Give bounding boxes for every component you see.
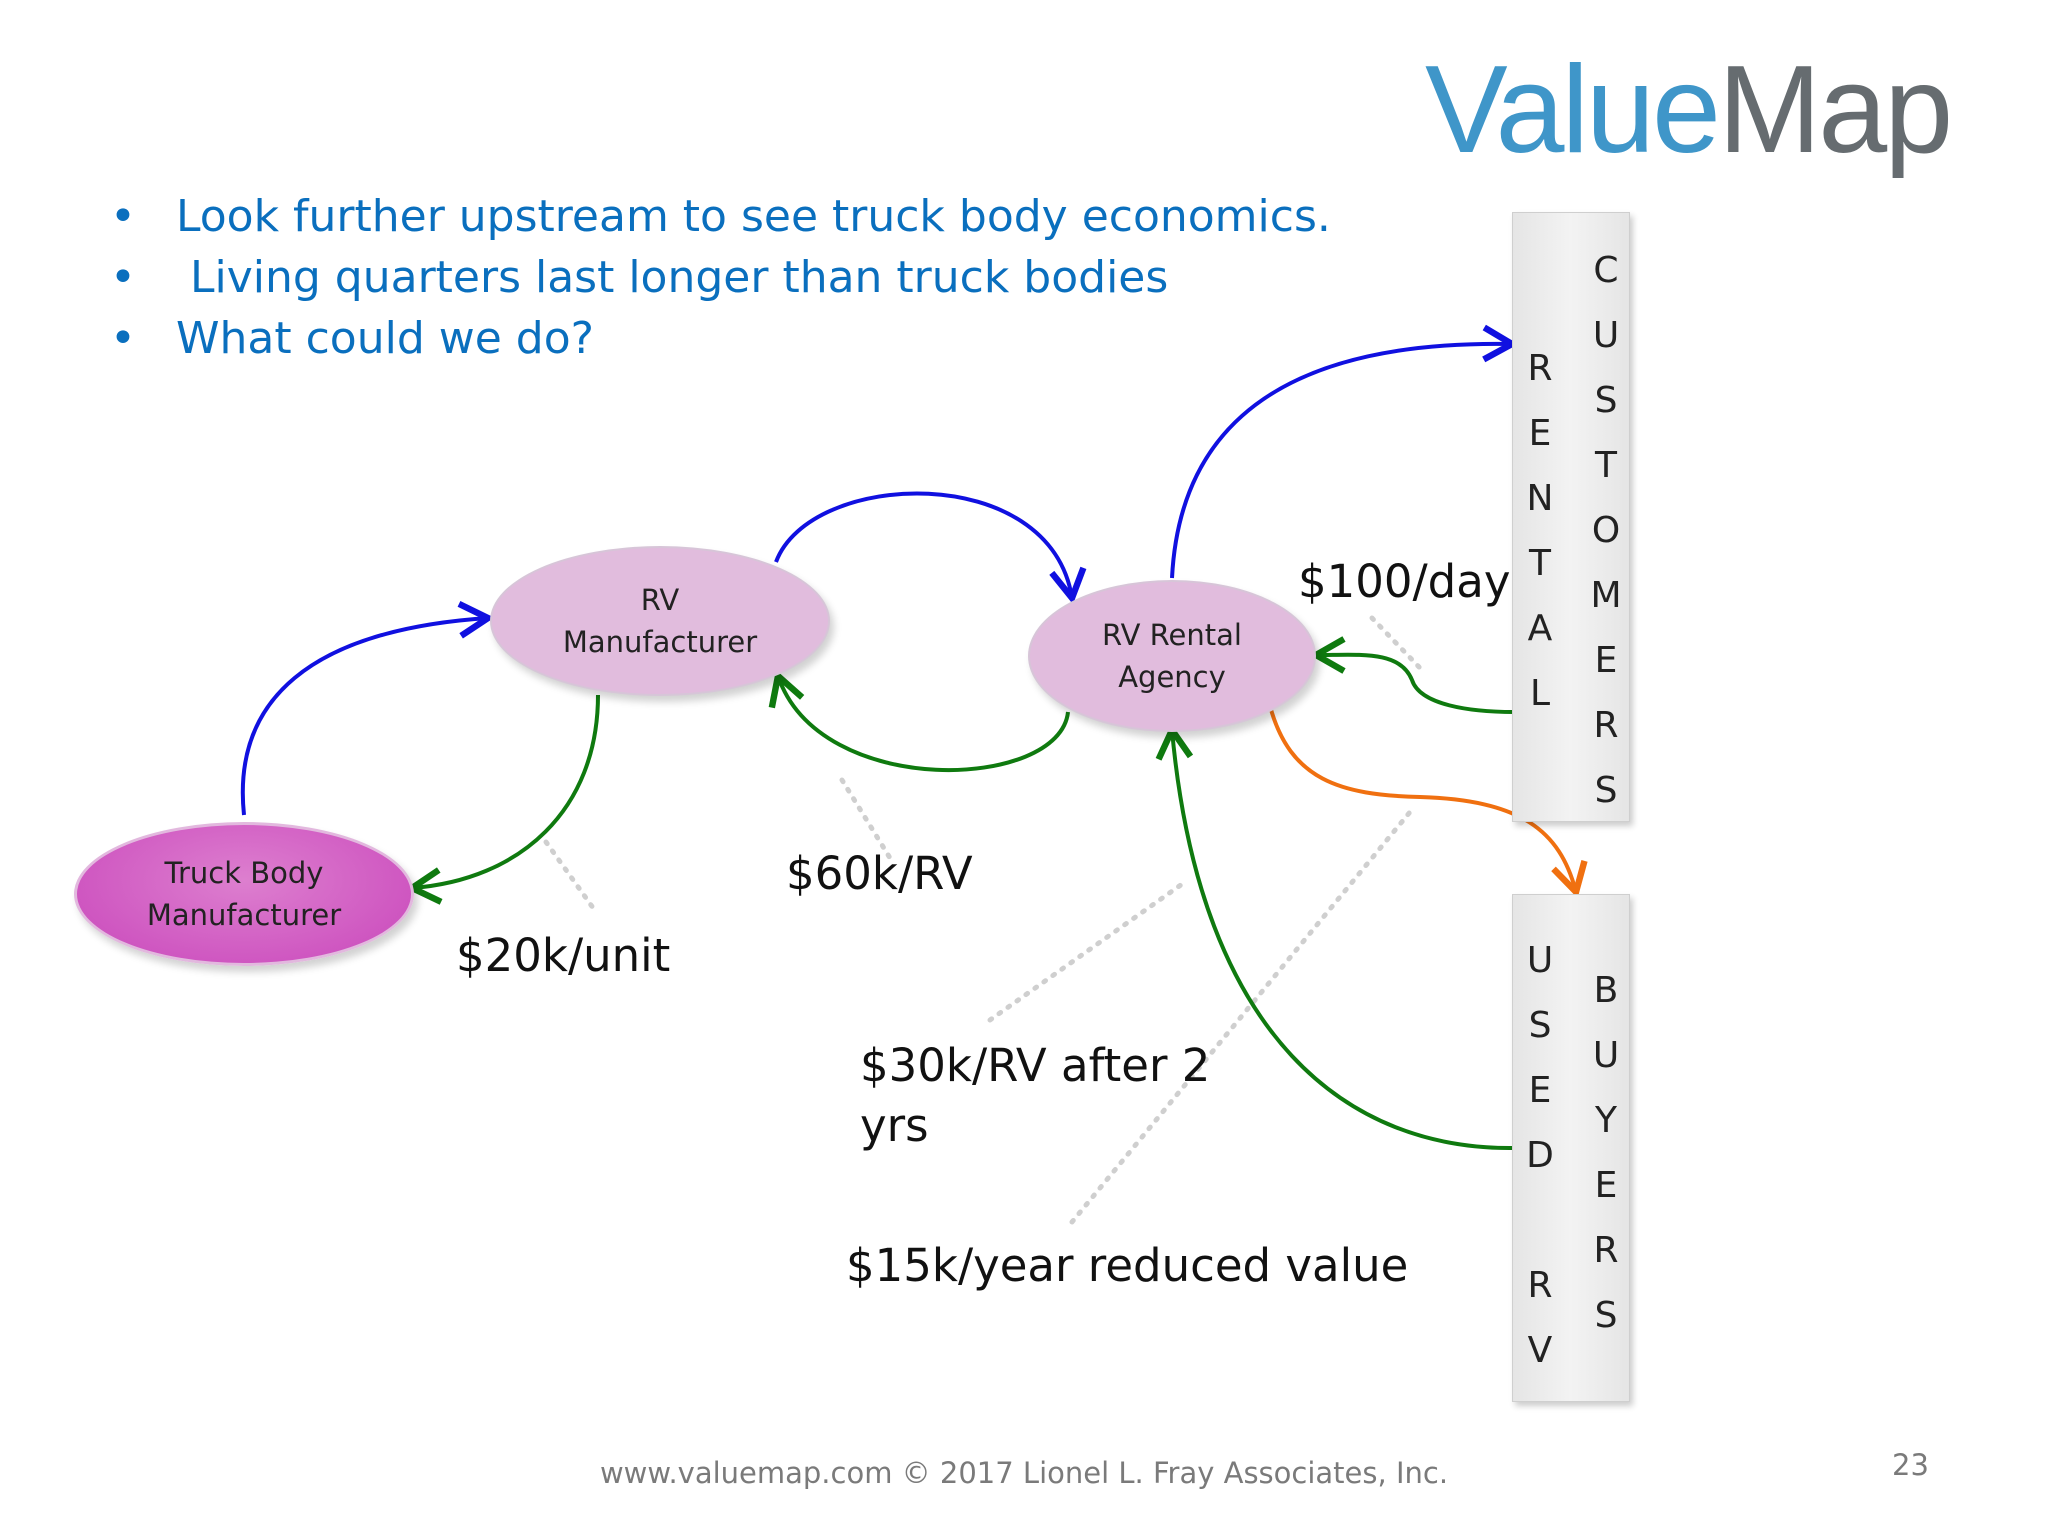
letter: E: [1594, 640, 1618, 681]
letter: Y: [1595, 1100, 1617, 1141]
bullet-item: • What could we do?: [110, 308, 1331, 369]
letter: E: [1528, 1070, 1552, 1111]
buyers-column: B U Y E R S: [1582, 958, 1630, 1348]
bullet-item: • Look further upstream to see truck body…: [110, 186, 1331, 247]
bullet-item: • Living quarters last longer than truck…: [110, 247, 1331, 308]
letter: [1516, 1188, 1564, 1253]
letter: V: [1527, 1330, 1553, 1371]
node-truck-body-manufacturer: Truck Body Manufacturer: [74, 822, 414, 966]
flow-customers-to-rental-money: [1309, 636, 1515, 714]
letter: U: [1592, 315, 1620, 356]
flow-rvmfr-to-rental: [774, 491, 1087, 605]
bullet-marker: •: [110, 313, 136, 364]
node-rv-rental-agency: RV Rental Agency: [1028, 580, 1316, 732]
letter: N: [1526, 478, 1554, 519]
flow-rental-to-rvmfr-money: [768, 669, 1070, 773]
letter: D: [1526, 1135, 1554, 1176]
letter: R: [1527, 1265, 1553, 1306]
valuemap-logo: ValueMap: [1425, 48, 1953, 172]
bullet-marker: •: [110, 191, 136, 242]
flow-usedbuyers-to-rental-money: [1155, 723, 1515, 1151]
flow-truck-to-rvmfr: [240, 601, 495, 816]
footer-copyright: www.valuemap.com © 2017 Lionel L. Fray A…: [599, 1456, 1449, 1490]
leader-lines: [543, 615, 1423, 1225]
letter: R: [1593, 705, 1619, 746]
flow-rental-to-customers: [1170, 324, 1519, 579]
flow-rental-to-usedbuyers: [1268, 705, 1588, 899]
letter: R: [1527, 348, 1553, 389]
letter: R: [1593, 1230, 1619, 1271]
letter: U: [1526, 940, 1554, 981]
label-rv-price: $60k/RV: [786, 847, 973, 900]
used-rv-buyers-bar: [1512, 894, 1630, 1402]
logo-part-map: Map: [1717, 41, 1953, 179]
letter: B: [1593, 970, 1619, 1011]
letter: L: [1529, 673, 1551, 714]
letter: A: [1527, 608, 1553, 649]
flow-rvmfr-to-truck-money: [405, 694, 600, 905]
rental-column: R E N T A L: [1516, 336, 1564, 726]
letter: C: [1593, 250, 1619, 291]
bullet-text: What could we do?: [176, 313, 594, 364]
label-resale-line1: $30k/RV after 2: [860, 1039, 1211, 1092]
letter: E: [1528, 413, 1552, 454]
letter: S: [1594, 770, 1618, 811]
label-resale-value: $30k/RV after 2 yrs: [860, 1036, 1210, 1156]
logo-part-value: Value: [1425, 41, 1721, 179]
letter: T: [1529, 543, 1551, 584]
customers-column: C U S T O M E R S: [1582, 238, 1630, 823]
node-rv-manufacturer: RV Manufacturer: [490, 546, 830, 696]
rental-customers-bar: [1512, 212, 1630, 822]
label-unit-price: $20k/unit: [456, 929, 671, 982]
bullet-list: • Look further upstream to see truck body…: [110, 186, 1331, 369]
letter: M: [1590, 575, 1622, 616]
letter: S: [1528, 1005, 1552, 1046]
letter: T: [1595, 445, 1617, 486]
letter: U: [1592, 1035, 1620, 1076]
label-reduced-value: $15k/year reduced value: [846, 1239, 1409, 1292]
label-resale-line2: yrs: [860, 1099, 929, 1152]
label-day-rate: $100/day: [1298, 555, 1511, 608]
bullet-marker: •: [110, 252, 136, 303]
bullet-text: Living quarters last longer than truck b…: [176, 252, 1169, 303]
bullet-text: Look further upstream to see truck body …: [176, 191, 1331, 242]
letter: O: [1591, 510, 1621, 551]
letter: S: [1594, 1295, 1618, 1336]
letter: S: [1594, 380, 1618, 421]
letter: E: [1594, 1165, 1618, 1206]
page-number: 23: [1892, 1448, 1929, 1482]
used-rv-column: U S E D R V: [1516, 928, 1564, 1383]
